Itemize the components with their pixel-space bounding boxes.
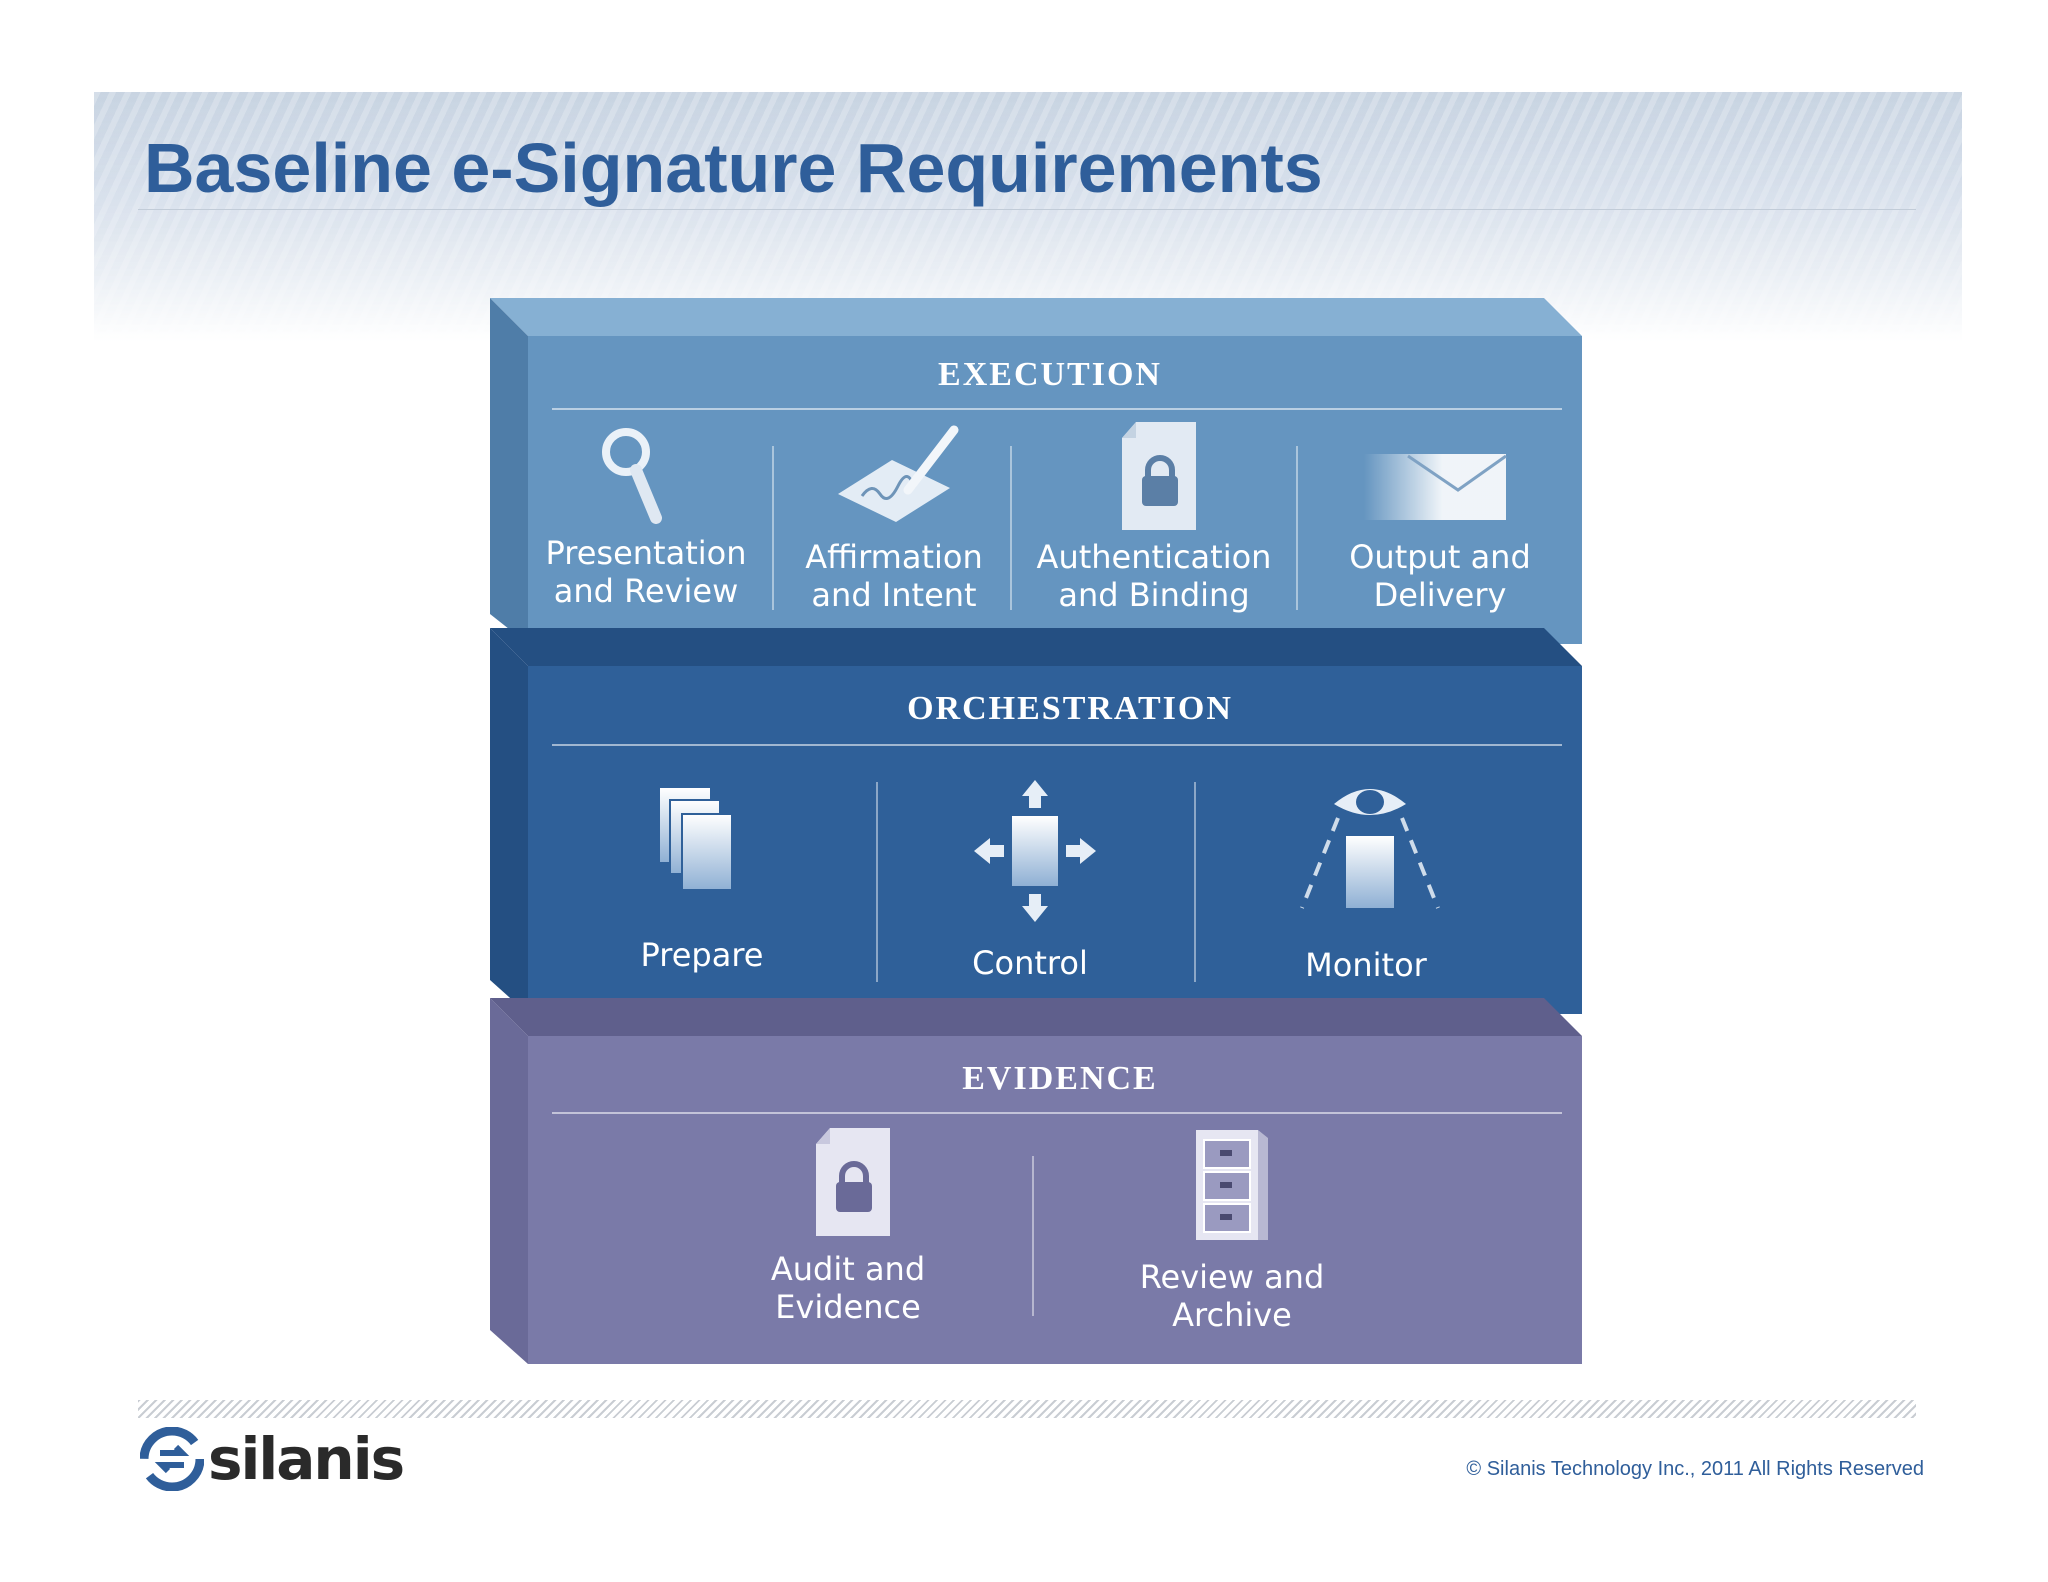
item-label-audit-and-evidence: Audit and Evidence	[770, 1250, 926, 1326]
column-divider	[1032, 1156, 1034, 1316]
file-cabinet-icon	[1196, 1130, 1268, 1240]
logo-wordmark: silanis	[208, 1425, 405, 1493]
silanis-logo-icon	[140, 1427, 204, 1491]
layer-rule	[552, 408, 1562, 410]
column-divider	[1010, 446, 1012, 610]
page-title: Baseline e-Signature Requirements	[144, 129, 1323, 207]
item-label-authentication-and-binding: Authentication and Binding	[1036, 538, 1272, 614]
locked-document-icon	[816, 1128, 890, 1236]
layer-rule	[552, 744, 1562, 746]
evidence-block-shape	[490, 998, 1582, 1364]
document-stack-icon	[660, 788, 733, 891]
item-label-control: Control	[972, 944, 1088, 982]
magnifier-icon	[602, 428, 662, 524]
four-arrows-icon	[974, 780, 1096, 922]
item-label-monitor: Monitor	[1305, 946, 1427, 984]
column-divider	[876, 782, 878, 982]
item-label-prepare: Prepare	[640, 936, 764, 974]
item-label-presentation-and-review: Presentation and Review	[545, 534, 747, 610]
signature-pen-icon	[838, 425, 959, 522]
item-label-review-and-archive: Review and Archive	[1139, 1258, 1325, 1334]
column-divider	[1194, 782, 1196, 982]
layer-heading-execution: EXECUTION	[938, 356, 1162, 393]
layer-rule	[552, 1112, 1562, 1114]
envelope-icon	[1364, 454, 1507, 520]
title-divider	[138, 209, 1916, 210]
layer-heading-orchestration: ORCHESTRATION	[907, 690, 1233, 727]
eye-monitor-icon	[1300, 789, 1440, 909]
column-divider	[1296, 446, 1298, 610]
layer-heading-evidence: EVIDENCE	[962, 1060, 1158, 1097]
footer-hatch-divider	[138, 1400, 1916, 1418]
item-label-affirmation-and-intent: Affirmation and Intent	[805, 538, 983, 614]
column-divider	[772, 446, 774, 610]
copyright-notice: © Silanis Technology Inc., 2011 All Righ…	[1466, 1458, 1924, 1480]
locked-document-icon	[1122, 422, 1196, 530]
silanis-logo: silanis	[140, 1424, 405, 1494]
item-label-output-and-delivery: Output and Delivery	[1349, 538, 1531, 614]
